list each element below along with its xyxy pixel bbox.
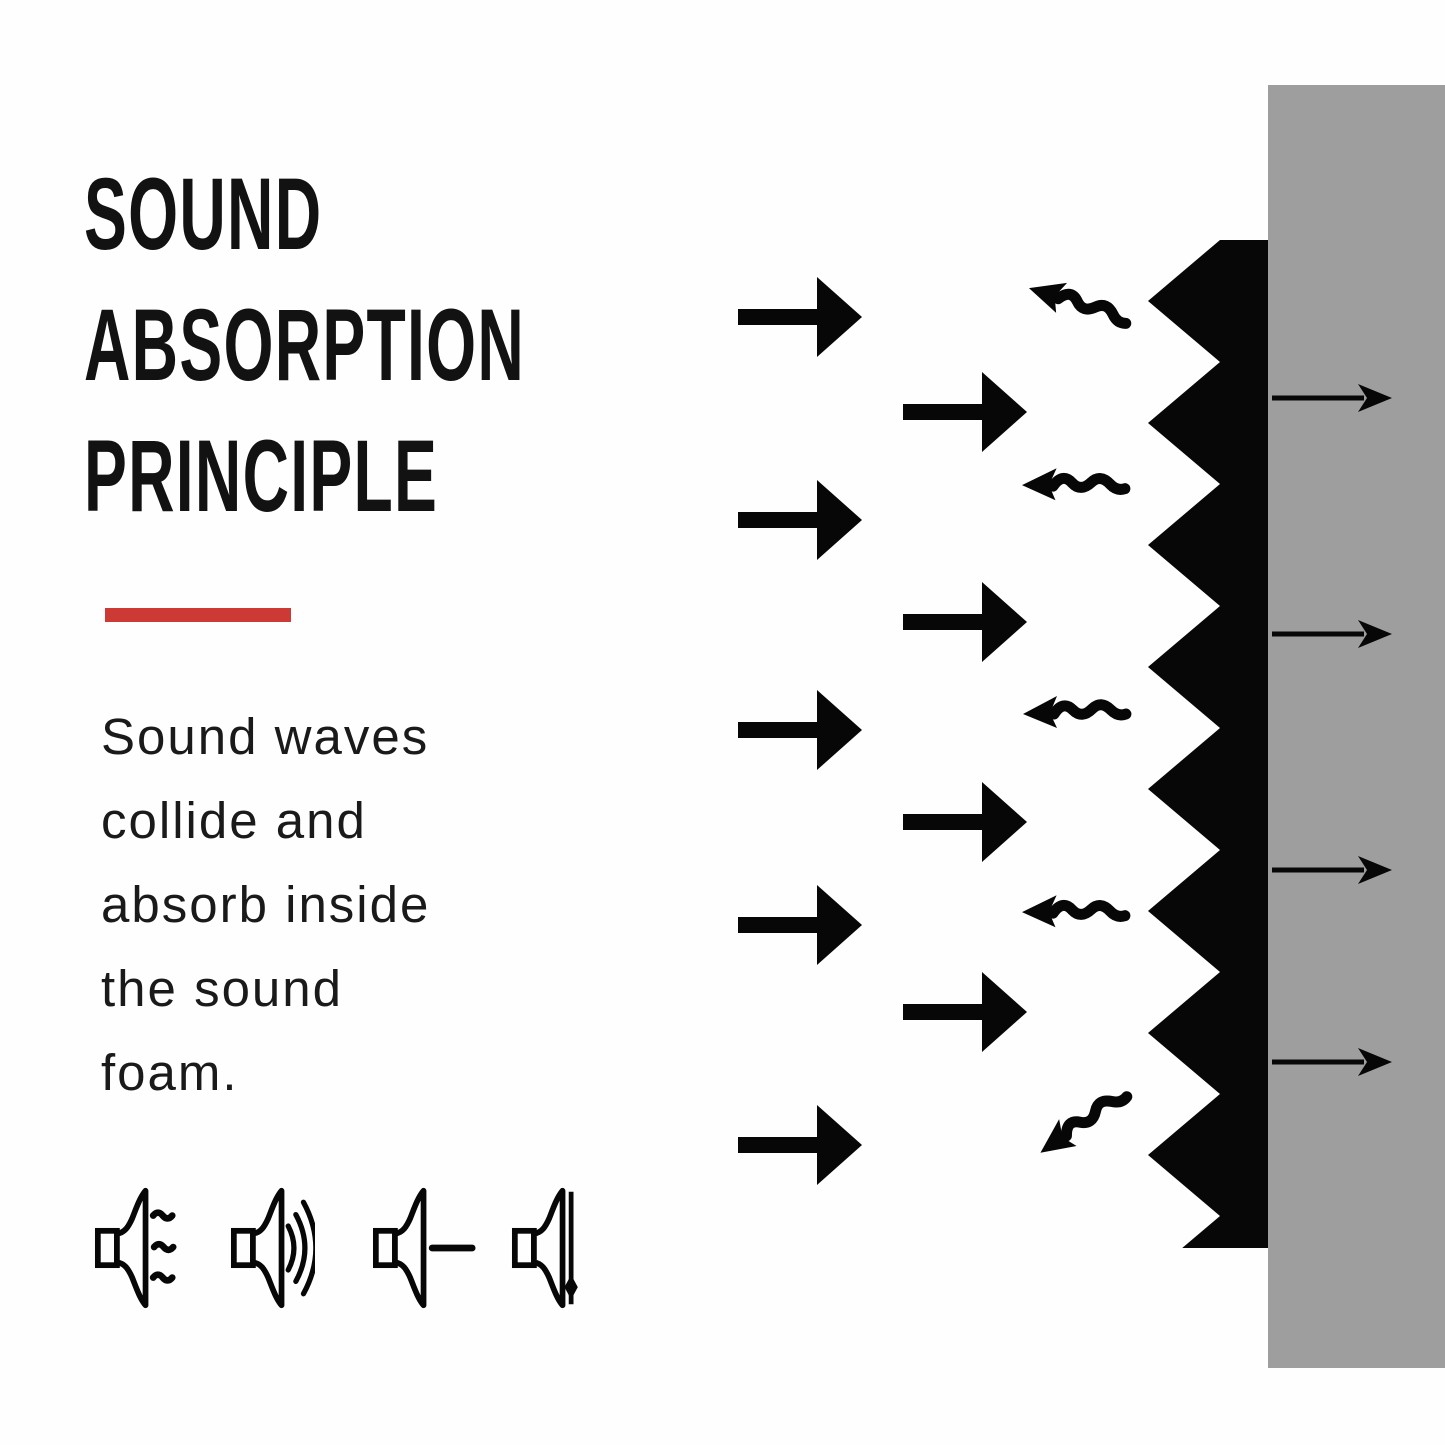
incident-arrow xyxy=(738,480,862,560)
reflected-arrow xyxy=(1021,468,1131,501)
reflected-arrow xyxy=(1040,1091,1133,1153)
title-line: SOUND xyxy=(84,157,323,271)
incident-arrow xyxy=(738,690,862,770)
speaker-dash-icon xyxy=(371,1186,478,1310)
description-line: Sound waves xyxy=(101,708,430,765)
accent-bar xyxy=(105,608,291,622)
transmitted-arrow xyxy=(1272,384,1392,412)
description-line: collide and xyxy=(101,792,367,849)
transmitted-arrow xyxy=(1272,1048,1392,1076)
incident-arrow xyxy=(903,782,1027,862)
foam-wedges xyxy=(1148,240,1268,1248)
incident-arrow xyxy=(903,582,1027,662)
incident-arrow xyxy=(903,372,1027,452)
description: Sound waves collide and absorb inside th… xyxy=(101,695,430,1115)
page-title: SOUND ABSORPTION PRINCIPLE xyxy=(84,149,525,542)
incident-arrow xyxy=(903,972,1027,1052)
description-line: foam. xyxy=(101,1044,239,1101)
speaker-low-icon xyxy=(93,1186,179,1310)
description-line: absorb inside xyxy=(101,876,431,933)
incident-arrow xyxy=(738,277,862,357)
reflected-arrow xyxy=(1021,895,1131,928)
title-line: PRINCIPLE xyxy=(84,419,439,533)
wall xyxy=(1268,85,1445,1368)
title-line: ABSORPTION xyxy=(84,288,526,402)
reflected-arrow xyxy=(1023,696,1132,728)
reflected-arrow xyxy=(1028,282,1132,329)
transmitted-arrow xyxy=(1272,856,1392,884)
transmitted-arrow xyxy=(1272,620,1392,648)
speaker-muted-icon xyxy=(510,1186,596,1310)
incident-arrow xyxy=(738,885,862,965)
speaker-waves-icon xyxy=(229,1186,315,1310)
description-line: the sound xyxy=(101,960,344,1017)
incident-arrow xyxy=(738,1105,862,1185)
